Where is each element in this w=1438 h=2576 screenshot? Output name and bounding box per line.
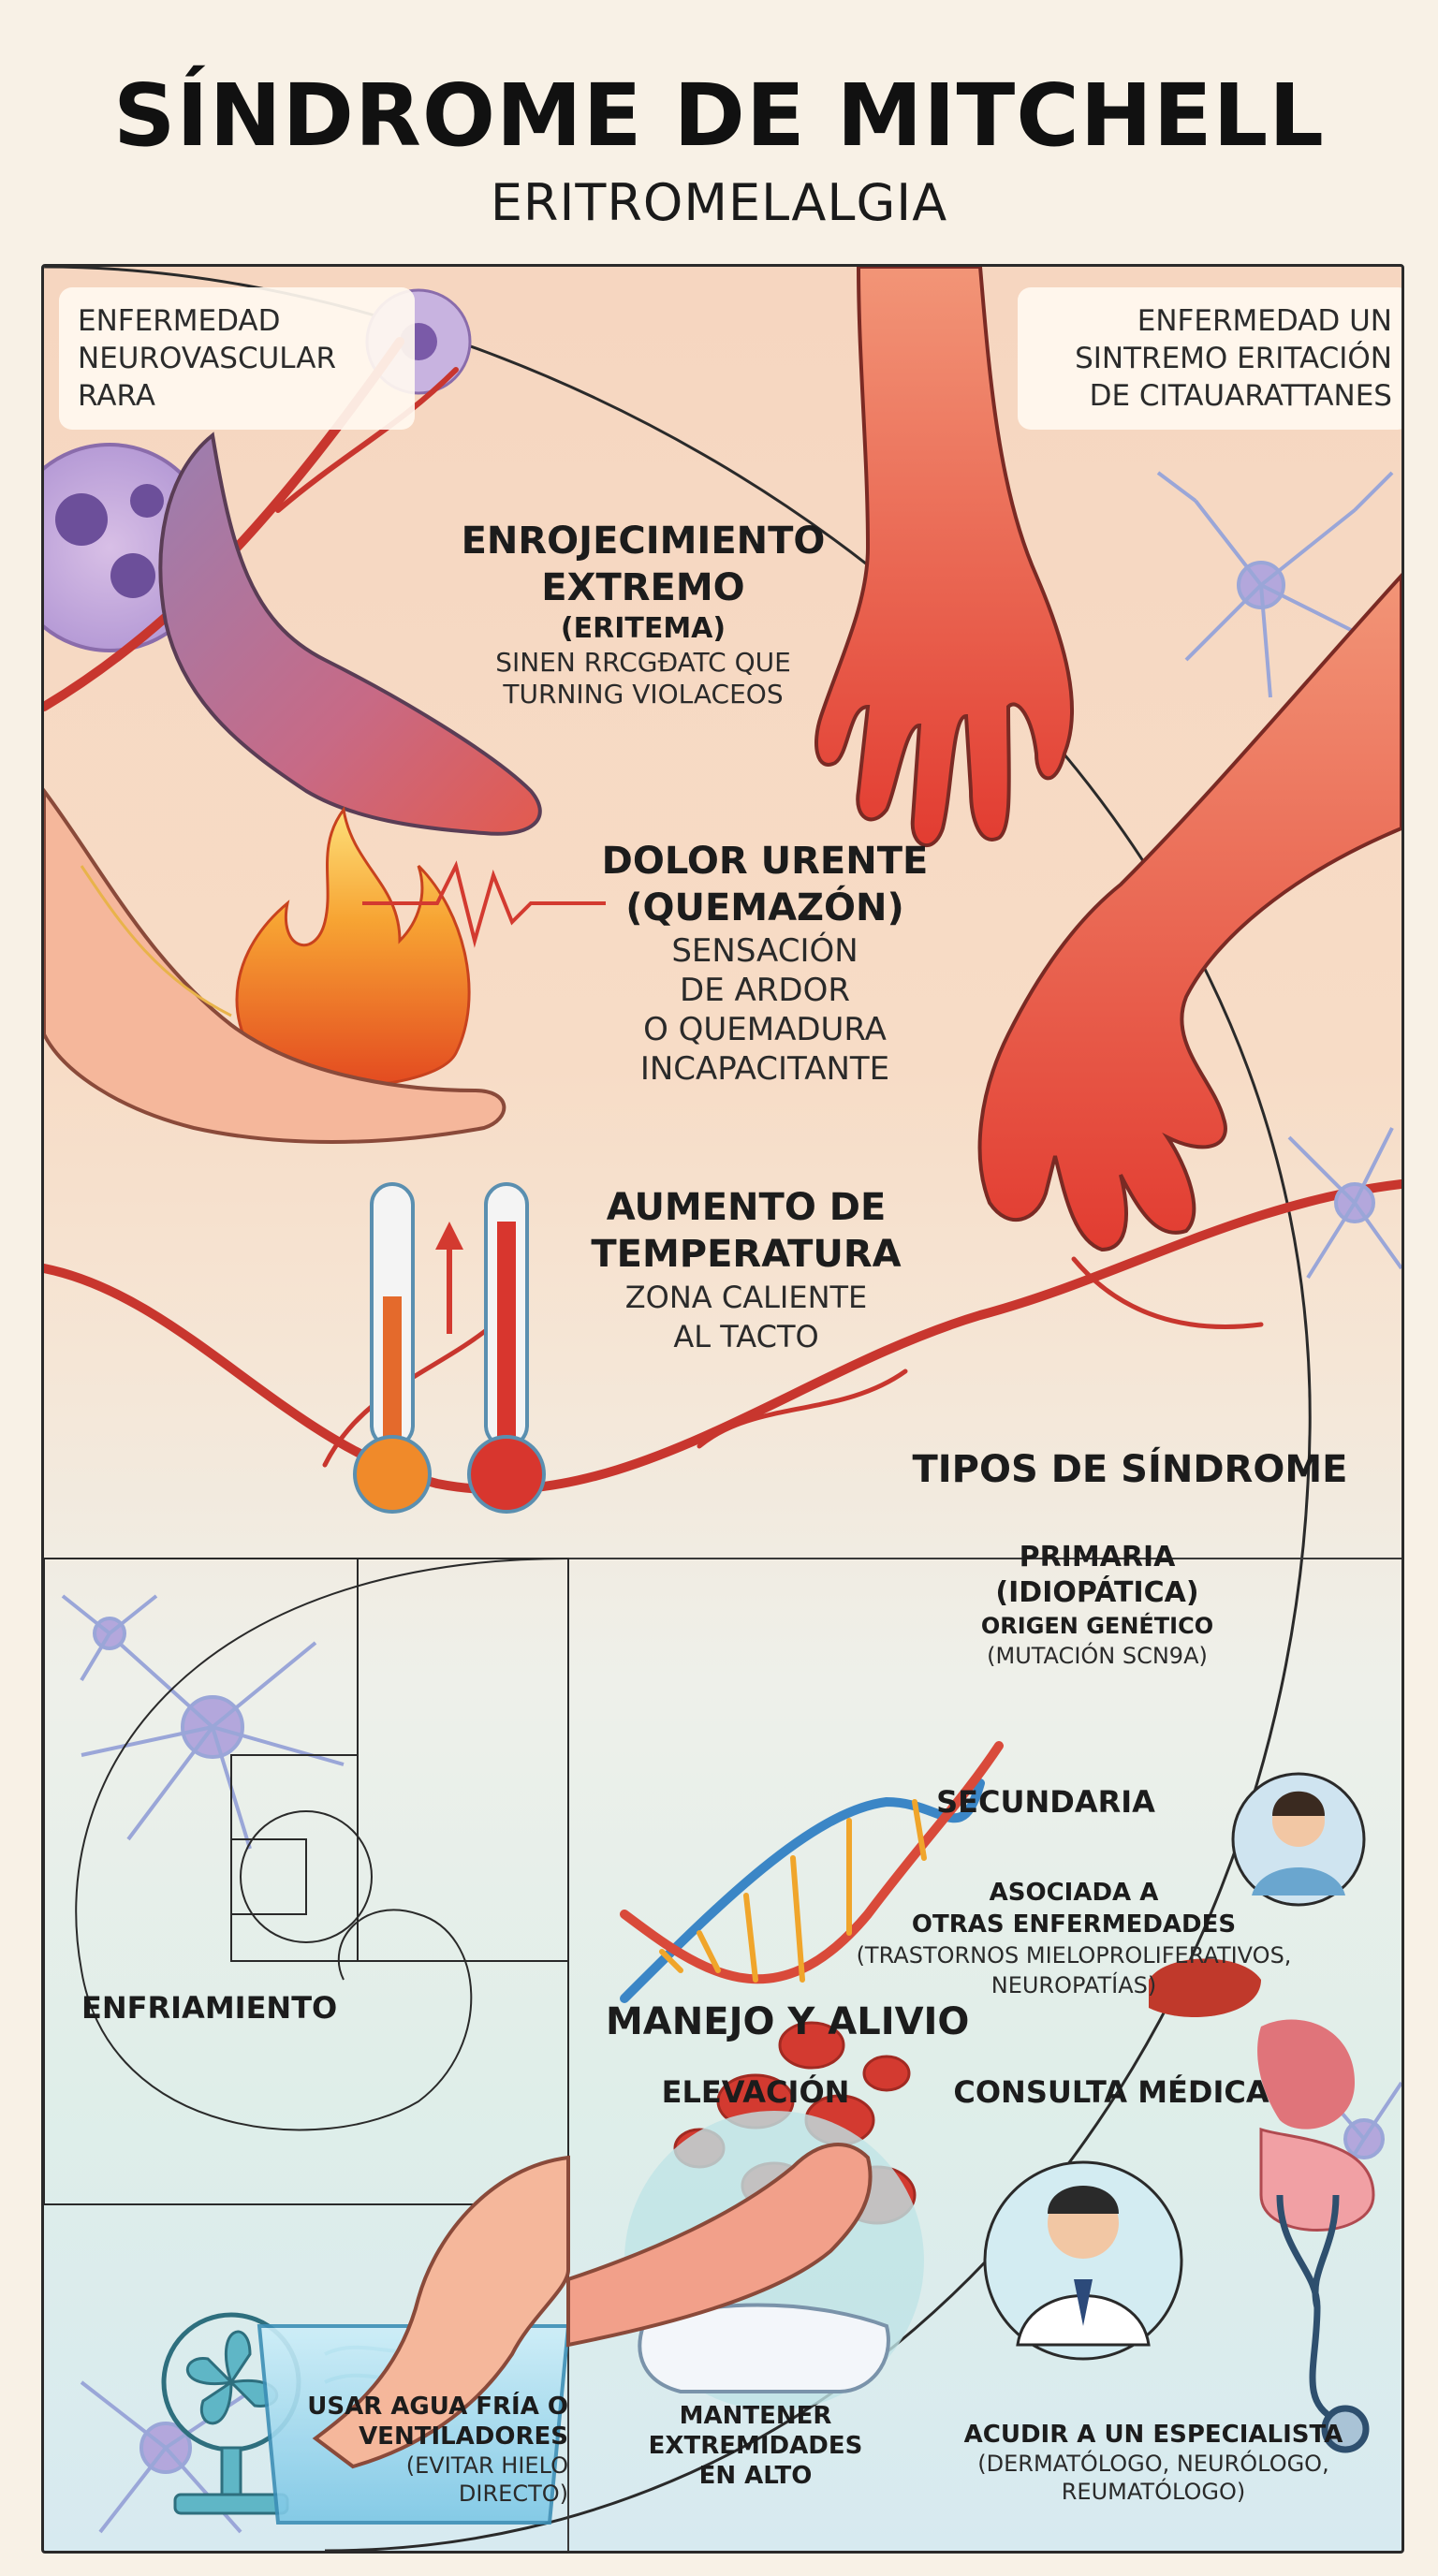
hand-icon [814,267,1075,848]
type-primary-subtitle: (IDIOPÁTICA) [995,1576,1199,1609]
management-consult-title: CONSULTA MÉDICA [953,2074,1269,2110]
page-subtitle: ERITROMELALGIA [490,173,948,232]
management-consult: ACUDIR A UN ESPECIALISTA (DERMATÓLOGO, N… [943,2420,1364,2506]
organs-icon [1149,1958,1375,2232]
symptom-temperature: AUMENTO DE TEMPERATURA ZONA CALIENTE AL … [568,1184,924,1356]
symptom-title: (QUEMAZÓN) [625,886,904,929]
symptom-body: DE ARDOR [680,972,850,1009]
note-left: ENFERMEDAD NEUROVASCULAR RARA [59,287,415,430]
symptom-burning: DOLOR URENTE (QUEMAZÓN) SENSACIÓN DE ARD… [568,838,961,1089]
symptom-body: SINEN RRCGÐATC QUE [495,647,791,678]
neuron-icon [61,471,1401,2534]
elevation-body: MANTENER [679,2402,832,2430]
cooling-body: VENTILADORES [359,2422,568,2451]
types-heading: TIPOS DE SÍNDROME [912,1448,1348,1491]
thermometer-icon [353,1182,546,1514]
symptom-body: AL TACTO [673,1319,819,1354]
management-heading: MANEJO Y ALIVIO [606,2000,970,2043]
consult-body: REUMATÓLOGO) [1061,2479,1246,2505]
consult-body: (DERMATÓLOGO, NEURÓLOGO, [977,2451,1329,2477]
management-elevation-title: ELEVACIÓN [661,2074,850,2110]
note-right: ENFERMEDAD UN SINTREMO ERITACIÓN DE CITA… [1018,287,1401,430]
hand-right-icon [977,573,1401,1252]
type-secondary-body: ASOCIADA A [989,1879,1159,1907]
symptom-body: TURNING VIOLACEOS [503,679,784,710]
type-primary-body: (MUTACIÓN SCN9A) [987,1643,1208,1669]
water-bath-icon [257,2155,571,2525]
golden-spiral-icon [44,1558,569,2205]
symptom-title: DOLOR URENTE [601,840,929,883]
type-secondary-body: NEUROPATÍAS) [990,1972,1157,1998]
symptom-title: TEMPERATURA [591,1233,902,1276]
burning-foot-icon [44,787,506,1144]
management-cooling-title: ENFRIAMIENTO [81,1990,338,2026]
cooling-body: DIRECTO) [458,2481,568,2507]
management-cooling: USAR AGUA FRÍA O VENTILADORES (EVITAR HI… [278,2392,568,2508]
type-secondary-title: SECUNDARIA [936,1784,1155,1820]
type-secondary-body: OTRAS ENFERMEDADES [911,1910,1237,1939]
person-icon [1231,1772,1366,1907]
type-primary-title: PRIMARIA [1019,1541,1176,1573]
symptom-title: ENROJECIMIENTO [461,520,826,563]
symptom-body: ZONA CALIENTE [624,1280,868,1315]
type-primary-body: ORIGEN GENÉTICO [980,1613,1214,1639]
doctor-icon [983,2160,1183,2361]
dna-icon [620,1741,1004,2003]
symptom-body: O QUEMADURA [643,1011,887,1048]
elevation-body: EN ALTO [698,2462,813,2490]
symptom-title: EXTREMO [541,566,745,609]
infographic-frame: ENFERMEDAD NEUROVASCULAR RARA ENFERMEDAD… [41,264,1404,2554]
cooling-body: USAR AGUA FRÍA O [307,2393,568,2421]
type-primary: PRIMARIA (IDIOPÁTICA) ORIGEN GENÉTICO (M… [980,1540,1214,1671]
symptom-body: INCAPACITANTE [639,1050,890,1088]
symptom-body: SENSACIÓN [671,932,858,970]
page-title: SÍNDROME DE MITCHELL [113,66,1325,166]
consult-body: ACUDIR A UN ESPECIALISTA [963,2421,1343,2449]
type-secondary: ASOCIADA A OTRAS ENFERMEDADES (TRASTORNO… [812,1877,1336,2000]
management-elevation: MANTENER EXTREMIDADES EN ALTO [615,2401,896,2491]
foot-icon [158,432,542,836]
type-secondary-body: (TRASTORNOS MIELOPROLIFERATIVOS, [856,1942,1292,1969]
stethoscope-icon [1276,2194,1370,2453]
elevation-body: EXTREMIDADES [648,2432,863,2460]
symptom-redness: ENROJECIMIENTO EXTREMO (ERITEMA) SINEN R… [400,518,887,710]
pillow-icon [566,2111,924,2410]
symptom-title: AUMENTO DE [606,1186,887,1229]
symptom-subtitle: (ERITEMA) [560,612,726,645]
pulse-icon [362,860,606,948]
flame-icon [235,806,471,1088]
cooling-body: (EVITAR HIELO [405,2452,568,2479]
